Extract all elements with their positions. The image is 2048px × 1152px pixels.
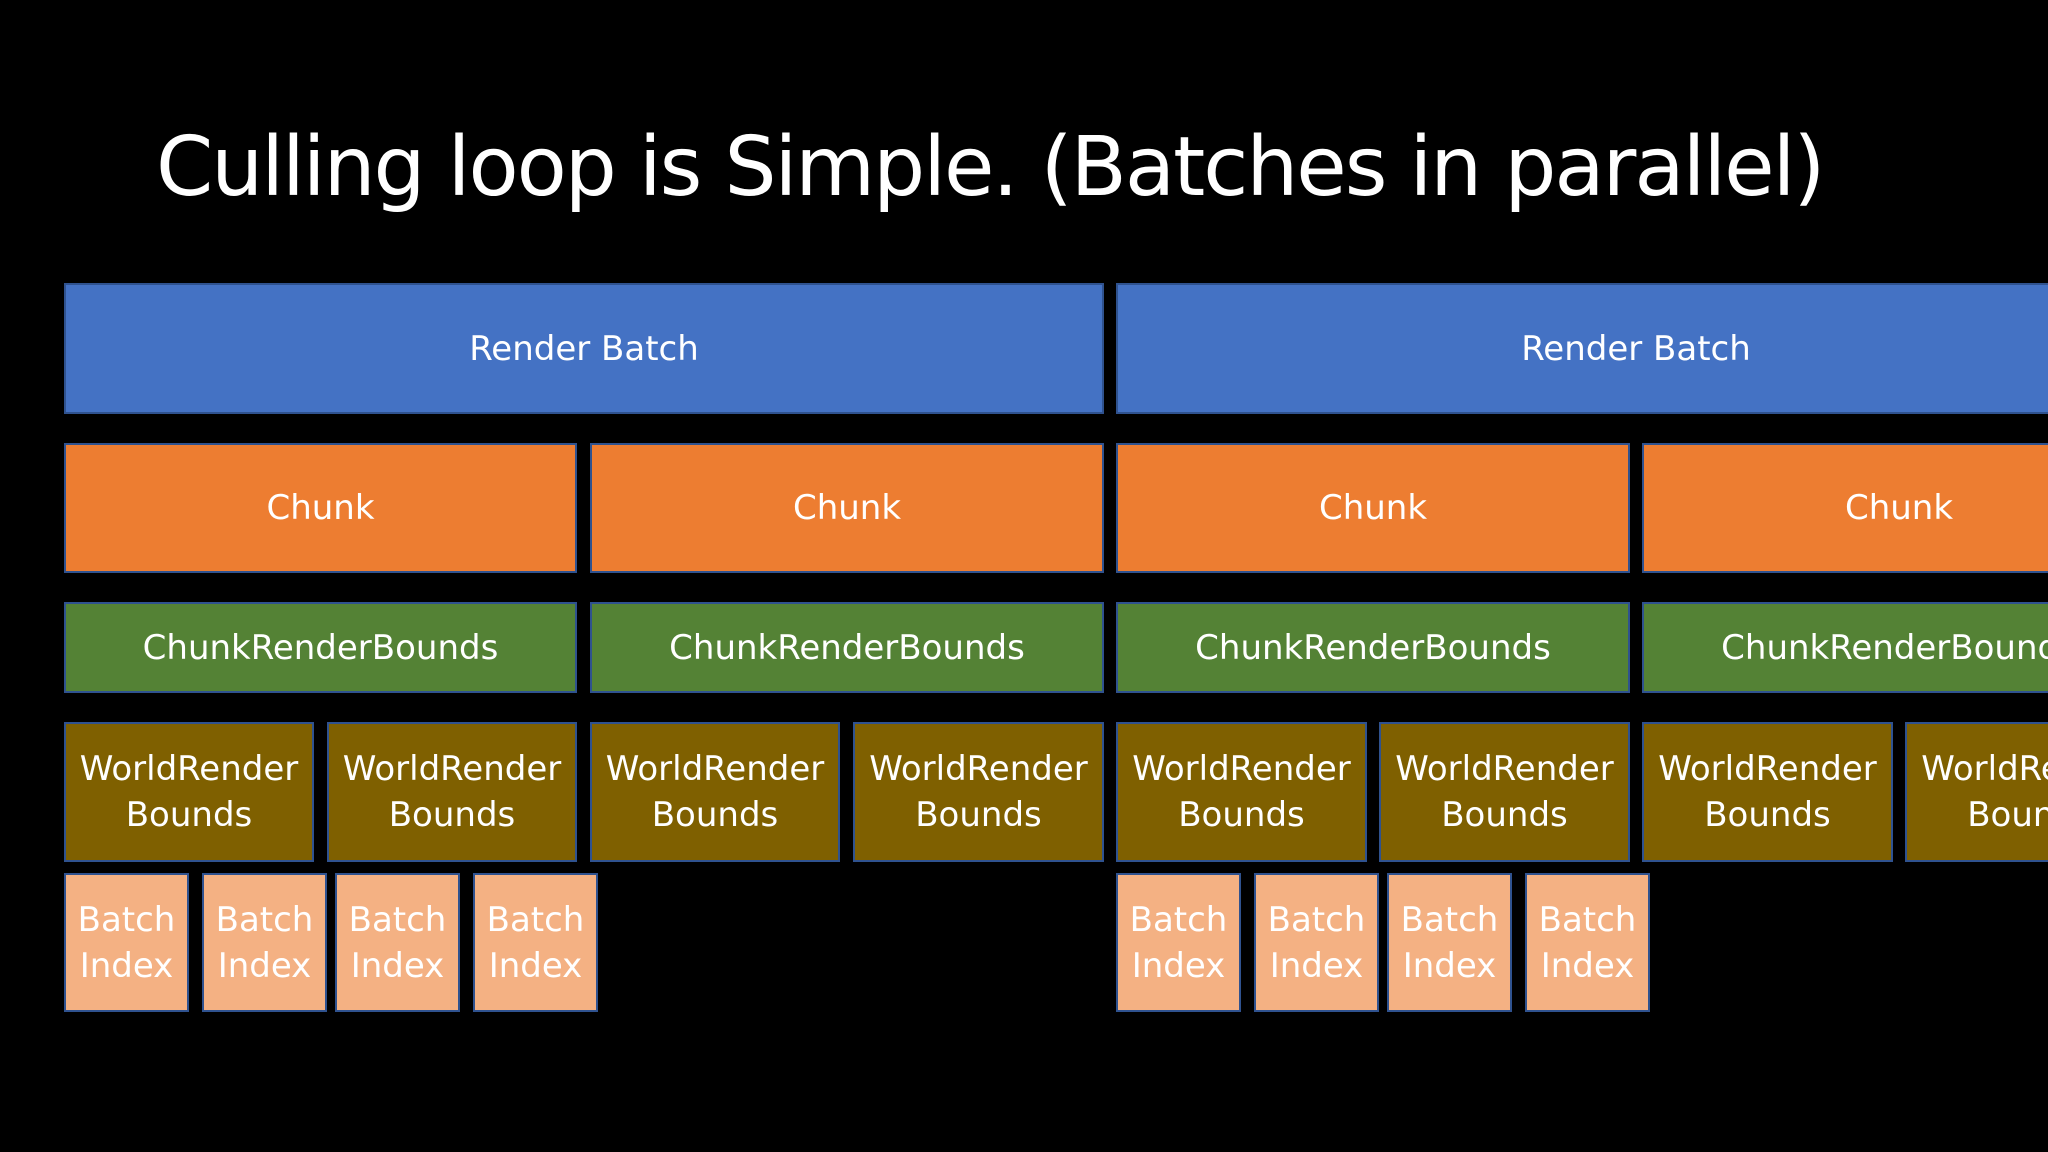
batch-index-label-line1: Batch [215,899,314,940]
batch-index-label-line2: Index [1402,945,1497,986]
world-render-bounds-label-line2: Bounds [651,795,779,835]
world-render-bounds-label-line1: WorldRender [605,749,825,789]
chunk-render-bounds-label: ChunkRenderBounds [1721,627,2048,668]
world-render-bounds-label-line2: Bounds [915,795,1042,835]
chunk-label: Chunk [792,488,902,528]
world-render-bounds-label-line2: Bounds [1967,795,2048,835]
world-render-bounds-label-line2: Bounds [125,795,253,835]
chunk-render-bounds-box: ChunkRenderBounds [1642,602,2048,693]
batch-index-label-line1: Batch [1129,899,1228,940]
chunk-render-bounds-box: ChunkRenderBounds [64,602,577,693]
world-render-bounds-label-line1: WorldRender [1921,749,2048,789]
world-render-bounds-label-line2: Bounds [1704,795,1831,835]
world-render-bounds-label-line2: Bounds [1441,795,1568,835]
chunk-box: Chunk [1642,443,2048,573]
batch-index-label-line1: Batch [486,899,585,940]
chunk-render-bounds-box: ChunkRenderBounds [590,602,1104,693]
chunk-box: Chunk [64,443,577,573]
chunk-label: Chunk [1318,488,1428,528]
world-render-bounds-label-line2: Bounds [388,795,516,835]
world-render-bounds-label-line1: WorldRender [342,749,562,789]
render-batch-box: Render Batch [64,283,1104,414]
batch-index-label-line1: Batch [1267,899,1366,940]
batch-index-label-line2: Index [1269,945,1364,986]
chunk-render-bounds-box: ChunkRenderBounds [1116,602,1630,693]
chunk-label: Chunk [266,488,375,528]
world-render-bounds-label-line2: Bounds [1178,795,1305,835]
batch-index-label-line1: Batch [1400,899,1499,940]
chunk-box: Chunk [1116,443,1630,573]
world-render-bounds-label-line1: WorldRender [1395,749,1614,789]
batch-index-label-line2: Index [1540,945,1635,986]
batch-index-label-line1: Batch [1538,899,1637,940]
world-render-bounds-label-line1: WorldRender [1658,749,1877,789]
chunk-box: Chunk [590,443,1104,573]
world-render-bounds-label-line1: WorldRender [79,749,299,789]
batch-index-label-line2: Index [217,945,312,986]
render-batch-label: Render Batch [469,328,699,369]
world-render-bounds-label-line1: WorldRender [869,749,1088,789]
chunk-render-bounds-label: ChunkRenderBounds [1195,627,1551,668]
batch-index-label-line2: Index [350,945,445,986]
batch-index-label-line2: Index [488,945,583,986]
batch-index-label-line1: Batch [348,899,447,940]
batch-index-label-line2: Index [1131,945,1226,986]
render-batch-box: Render Batch [1116,283,2048,414]
batch-index-label-line2: Index [79,945,174,986]
render-batch-label: Render Batch [1521,328,1751,369]
chunk-render-bounds-label: ChunkRenderBounds [142,627,499,668]
world-render-bounds-label-line1: WorldRender [1132,749,1351,789]
chunk-label: Chunk [1844,488,1954,528]
slide-title: Culling loop is Simple. (Batches in para… [156,120,1825,215]
chunk-render-bounds-label: ChunkRenderBounds [669,627,1025,668]
batch-index-label-line1: Batch [77,899,176,940]
